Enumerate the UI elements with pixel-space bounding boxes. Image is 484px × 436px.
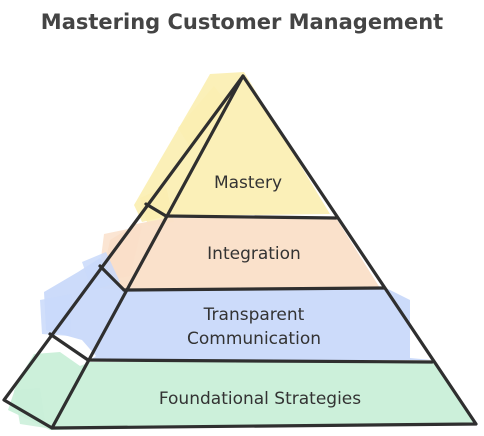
pyramid-level-integration: Integration <box>98 218 380 290</box>
level-fill-transparent-communication <box>44 258 432 360</box>
level-fill-integration <box>100 218 380 290</box>
divider-3 <box>86 358 434 364</box>
diagram-title: Mastering Customer Management <box>41 10 443 34</box>
level-label-integration: Integration <box>207 244 301 264</box>
divider-2 <box>122 286 386 292</box>
level-fill-foundational-strategies <box>8 352 474 430</box>
divider-1 <box>164 214 338 220</box>
pyramid-level-foundational-strategies: Foundational Strategies <box>8 352 474 430</box>
side-divider-1 <box>144 202 168 218</box>
level-label-mastery: Mastery <box>214 173 282 193</box>
side-divider-2 <box>98 264 126 292</box>
pyramid-side-face <box>2 74 245 430</box>
pyramid-level-transparent-communication: Transparent Communication <box>40 252 432 360</box>
pyramid-front-face <box>50 74 478 430</box>
side-divider-3 <box>48 332 90 362</box>
level-label-foundational: Foundational Strategies <box>159 389 361 409</box>
level-label-transparent: Transparent <box>203 305 305 325</box>
level-label-communication: Communication <box>187 329 321 349</box>
pyramid-outline <box>2 74 478 430</box>
